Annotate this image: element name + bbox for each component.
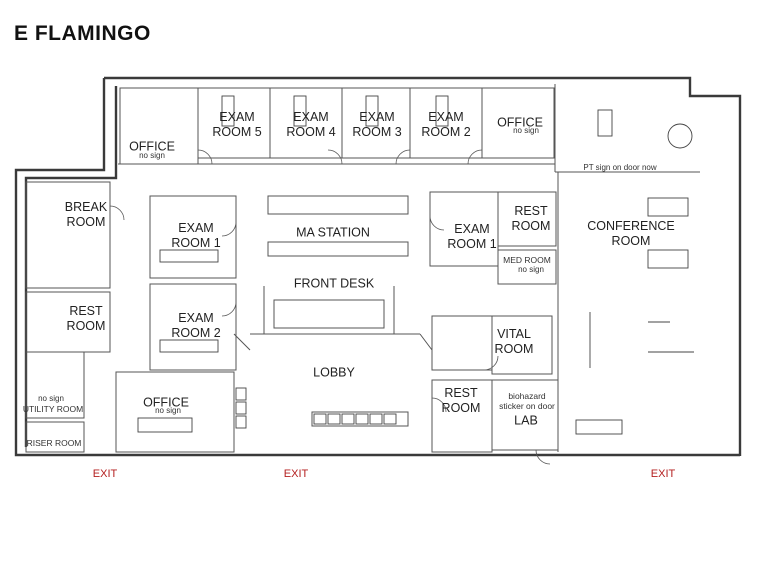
exit-left: EXIT: [92, 468, 118, 480]
room-office-bottom-note: no sign: [155, 406, 181, 415]
room-lab: LAB: [514, 413, 538, 428]
room-office-top-right-note: no sign: [513, 126, 539, 135]
room-office-bottom: OFFICE: [143, 395, 189, 410]
pt-sign-note: PT sign on door now: [583, 163, 657, 172]
room-utility-note: no sign: [38, 394, 64, 403]
room-office-top-right: OFFICE: [497, 115, 543, 130]
exit-center: EXIT: [283, 468, 309, 480]
room-utility: UTILITY ROOM: [22, 404, 84, 414]
room-ma-station: MA STATION: [296, 225, 370, 240]
room-riser: RISER ROOM: [26, 438, 82, 448]
exit-right: EXIT: [650, 468, 676, 480]
room-med-note: no sign: [518, 265, 544, 274]
room-lobby: LOBBY: [313, 365, 355, 380]
room-office-top-note: no sign: [139, 151, 165, 160]
page-title: E FLAMINGO: [14, 22, 151, 45]
room-front-desk: FRONT DESK: [293, 276, 375, 291]
room-med: MED ROOM: [503, 255, 551, 265]
room-office-top: OFFICE: [129, 139, 175, 154]
